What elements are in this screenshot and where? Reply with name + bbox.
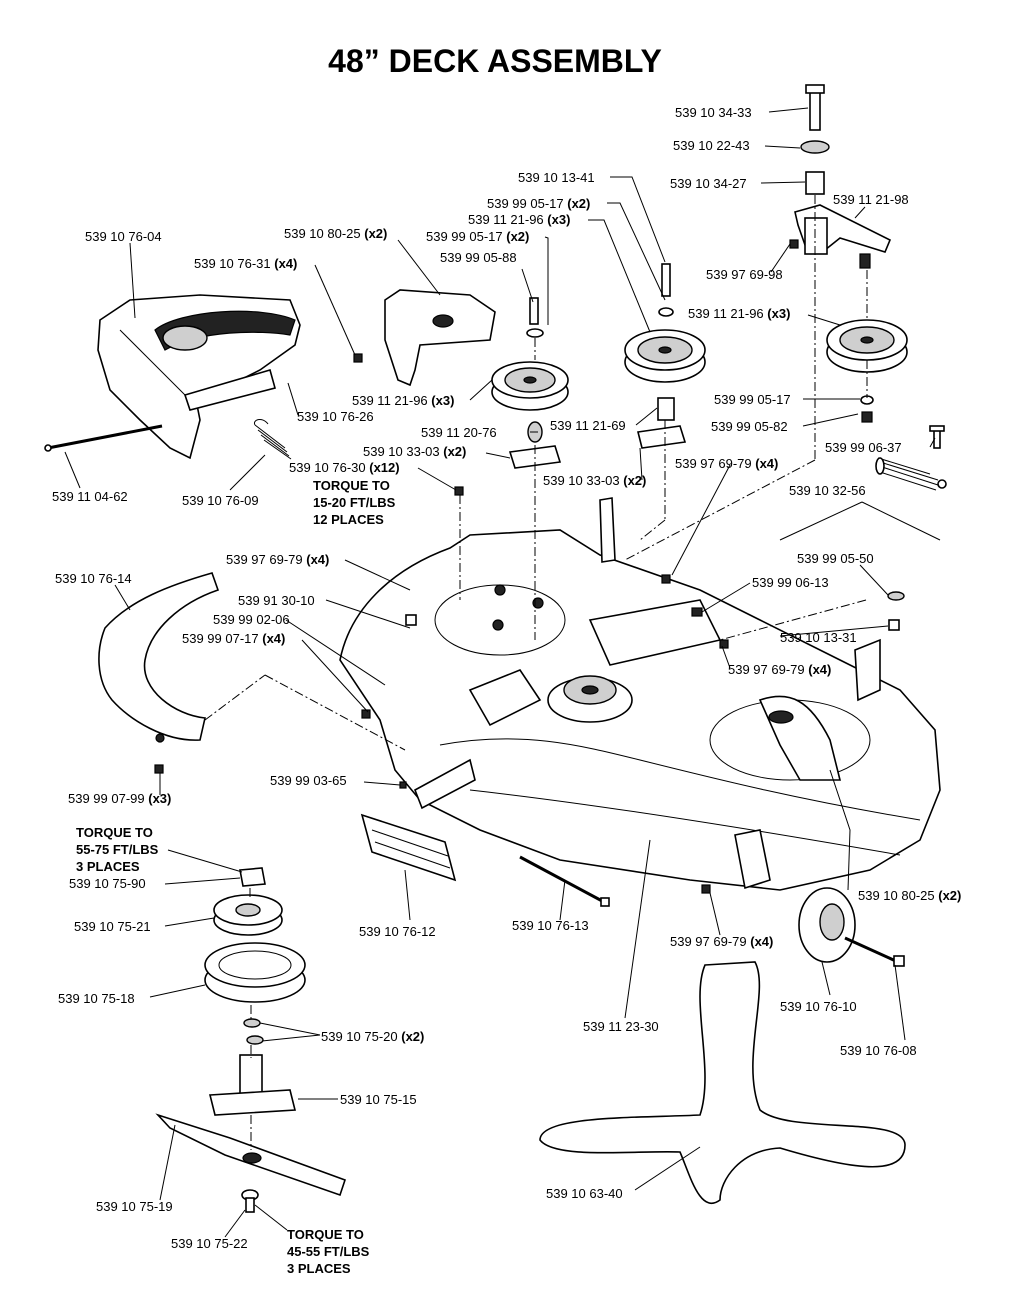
label-539-10-13-31: 539 10 13-31 — [780, 630, 857, 645]
idler-pulley-right — [826, 319, 908, 423]
label-539-99-07-99-x3: 539 99 07-99 (x3) — [68, 791, 171, 806]
label-539-10-76-10: 539 10 76-10 — [780, 999, 857, 1014]
label-539-99-05-17-x2-b: 539 99 05-17 (x2) — [426, 229, 529, 244]
torque-note-nut-line2: 55-75 FT/LBS — [76, 842, 159, 857]
label-539-97-69-79-x4-b: 539 97 69-79 (x4) — [226, 552, 329, 567]
label-539-10-76-08: 539 10 76-08 — [840, 1043, 917, 1058]
torque-note-bolts-line2: 15-20 FT/LBS — [313, 495, 396, 510]
label-539-99-06-13: 539 99 06-13 — [752, 575, 829, 590]
idler-pulley-left — [491, 361, 569, 443]
label-539-11-21-96-x3-c: 539 11 21-96 (x3) — [352, 393, 454, 408]
belt-cover-right — [384, 289, 496, 387]
cover-spring — [253, 418, 292, 460]
label-539-10-76-12: 539 10 76-12 — [359, 924, 436, 939]
label-539-10-80-25-x2-b: 539 10 80-25 (x2) — [858, 888, 961, 903]
torque-note-bolts: TORQUE TO 15-20 FT/LBS 12 PLACES — [313, 478, 396, 527]
torque-note-nut-line1: TORQUE TO — [76, 825, 153, 840]
label-539-99-05-82: 539 99 05-82 — [711, 419, 788, 434]
label-539-10-76-31-x4: 539 10 76-31 (x4) — [194, 256, 297, 271]
label-539-10-76-04: 539 10 76-04 — [85, 229, 162, 244]
label-539-99-02-06: 539 99 02-06 — [213, 612, 290, 627]
torque-note-bolts-line3: 12 PLACES — [313, 512, 384, 527]
label-539-10-75-18: 539 10 75-18 — [58, 991, 135, 1006]
bolt-05-88 — [526, 297, 544, 338]
label-539-99-05-17: 539 99 05-17 — [714, 392, 791, 407]
label-539-10-75-19: 539 10 75-19 — [96, 1199, 173, 1214]
label-539-10-75-20-x2: 539 10 75-20 (x2) — [321, 1029, 424, 1044]
label-539-97-69-79-x4-d: 539 97 69-79 (x4) — [670, 934, 773, 949]
label-539-10-22-43: 539 10 22-43 — [673, 138, 750, 153]
deck-baffle — [360, 813, 457, 882]
label-539-10-76-26: 539 10 76-26 — [297, 409, 374, 424]
label-539-91-30-10: 539 91 30-10 — [238, 593, 315, 608]
drive-belt — [539, 961, 906, 1204]
label-539-97-69-79-x4-c: 539 97 69-79 (x4) — [728, 662, 831, 677]
label-539-10-33-03-x2-a: 539 10 33-03 (x2) — [363, 444, 466, 459]
label-539-10-76-14: 539 10 76-14 — [55, 571, 132, 586]
hardware-nuts — [154, 353, 905, 894]
label-539-10-13-41: 539 10 13-41 — [518, 170, 595, 185]
torque-note-blade: TORQUE TO 45-55 FT/LBS 3 PLACES — [287, 1227, 370, 1276]
label-539-10-75-90: 539 10 75-90 — [69, 876, 146, 891]
mower-blade — [155, 1113, 347, 1197]
assembly-dash-lines — [204, 195, 868, 1150]
spindle-housing — [208, 1054, 297, 1116]
label-539-10-80-25-x2-a: 539 10 80-25 (x2) — [284, 226, 387, 241]
label-539-10-33-03-x2-b: 539 10 33-03 (x2) — [543, 473, 646, 488]
label-539-11-04-62: 539 11 04-62 — [52, 489, 128, 504]
tension-spring — [875, 425, 947, 491]
label-539-11-21-96-x3-b: 539 11 21-96 (x3) — [688, 306, 790, 321]
part-labels: 539 10 34-33 539 10 22-43 539 10 13-41 5… — [52, 105, 961, 1251]
center-spindle — [547, 675, 633, 723]
torque-note-bolts-line1: TORQUE TO — [313, 478, 390, 493]
belt-cover-left — [97, 294, 301, 460]
belt-guard-left — [98, 572, 220, 743]
label-539-10-75-15: 539 10 75-15 — [340, 1092, 417, 1107]
label-539-97-69-98: 539 97 69-98 — [706, 267, 783, 282]
label-539-99-07-17-x4: 539 99 07-17 (x4) — [182, 631, 285, 646]
label-539-97-69-79-x4-a: 539 97 69-79 (x4) — [675, 456, 778, 471]
label-539-10-63-40: 539 10 63-40 — [546, 1186, 623, 1201]
label-539-10-76-13: 539 10 76-13 — [512, 918, 589, 933]
label-539-11-21-98: 539 11 21-98 — [833, 192, 909, 207]
label-539-10-34-33: 539 10 34-33 — [675, 105, 752, 120]
blade-bolt — [241, 1189, 259, 1213]
label-539-10-34-27: 539 10 34-27 — [670, 176, 747, 191]
label-539-99-05-50: 539 99 05-50 — [797, 551, 874, 566]
diagram-title: 48” DECK ASSEMBLY — [328, 43, 662, 79]
torque-note-nut: TORQUE TO 55-75 FT/LBS 3 PLACES — [76, 825, 159, 874]
tension-arm-stack — [789, 84, 892, 269]
label-539-99-06-37: 539 99 06-37 — [825, 440, 902, 455]
gauge-wheel — [798, 887, 905, 967]
label-539-99-03-65: 539 99 03-65 — [270, 773, 347, 788]
label-539-10-76-09: 539 10 76-09 — [182, 493, 259, 508]
label-539-10-32-56: 539 10 32-56 — [789, 483, 866, 498]
label-539-10-75-21: 539 10 75-21 — [74, 919, 151, 934]
torque-note-blade-line2: 45-55 FT/LBS — [287, 1244, 370, 1259]
leader-lines — [64, 107, 941, 1238]
label-539-10-76-30-x12: 539 10 76-30 (x12) — [289, 460, 400, 475]
torque-note-blade-line3: 3 PLACES — [287, 1261, 351, 1276]
torque-note-blade-line1: TORQUE TO — [287, 1227, 364, 1242]
mower-deck-housing — [339, 497, 941, 891]
spindle-pulley — [213, 894, 283, 936]
spindle-guard-ring — [204, 942, 306, 1003]
label-539-11-23-30: 539 11 23-30 — [583, 1019, 659, 1034]
label-539-11-21-96-x3-a: 539 11 21-96 (x3) — [468, 212, 570, 227]
label-539-11-21-69: 539 11 21-69 — [550, 418, 626, 433]
label-539-99-05-88: 539 99 05-88 — [440, 250, 517, 265]
torque-note-nut-line3: 3 PLACES — [76, 859, 140, 874]
spindle-nut — [239, 867, 266, 887]
axle-bolt — [519, 855, 610, 907]
label-539-10-75-22: 539 10 75-22 — [171, 1236, 248, 1251]
label-539-99-05-17-x2-a: 539 99 05-17 (x2) — [487, 196, 590, 211]
pivot-rod — [44, 424, 163, 452]
label-539-11-20-76: 539 11 20-76 — [421, 425, 497, 440]
idler-pulley-center — [624, 263, 706, 449]
